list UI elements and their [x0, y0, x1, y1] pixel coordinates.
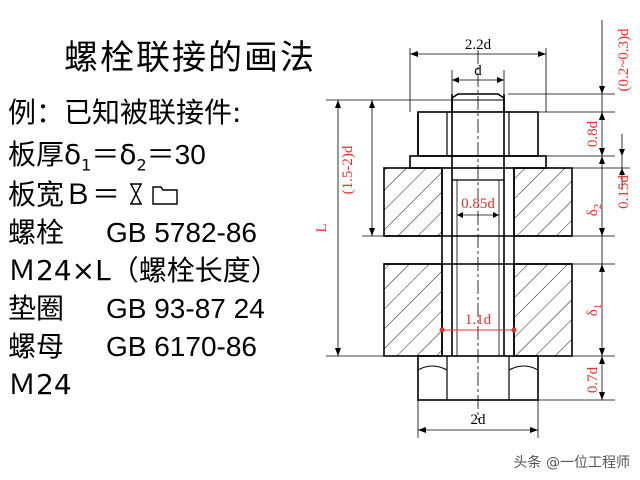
dim-chamfer-label: (0.2~0.3)d	[616, 28, 632, 92]
dim-length-range-label: (1.5-2)d	[340, 145, 356, 194]
width-label: 板宽Ｂ＝	[8, 178, 121, 211]
page-title: 螺栓联接的画法	[64, 38, 316, 78]
nut-size-line: Ｍ24	[8, 368, 72, 402]
dim-bottom-width-label: 2d	[471, 412, 487, 428]
bolt-label: 螺栓	[8, 216, 65, 249]
lower-plate	[383, 263, 573, 357]
dim-delta1-label: δ1	[585, 304, 604, 317]
upper-plate	[383, 167, 573, 237]
example-line: 例：已知被联接件:	[8, 96, 241, 130]
dim-left: (1.5-2)d L	[314, 99, 452, 357]
bolt-size-label: Ｍ24×L（螺栓长度）	[8, 254, 279, 287]
washer-line: 垫圈 GB 93-87 24	[8, 292, 265, 326]
dim-hole-width: 1.1d	[439, 312, 517, 333]
thickness-mid: ＝δ	[91, 138, 137, 171]
thickness-label: 板厚δ	[8, 138, 82, 171]
width-line: 板宽Ｂ＝	[8, 178, 178, 213]
dim-hole-width-label: 1.1d	[465, 312, 492, 328]
nut-line: 螺母 GB 6170-86	[8, 330, 257, 364]
dim-hole-inner: 0.85d	[457, 196, 499, 218]
nut-standard: GB 6170-86	[106, 331, 257, 362]
dim-delta2-label: δ2	[585, 204, 604, 217]
dim-washer-label: 0.15d	[616, 175, 632, 209]
folder-icon	[152, 179, 178, 213]
bolt-size-line: Ｍ24×L（螺栓长度）	[8, 254, 279, 288]
dim-hole-inner-label: 0.85d	[461, 196, 495, 212]
dim-length-label: L	[314, 223, 330, 232]
dim-d-label: d	[474, 63, 482, 79]
washer-standard: GB 93-87 24	[106, 293, 265, 324]
dim-bottom-width: 2d	[417, 400, 539, 438]
bolt-line: 螺栓 GB 5782-86	[8, 216, 257, 250]
thickness-line: 板厚δ1＝δ2＝30	[8, 138, 206, 183]
nut-size-label: Ｍ24	[8, 368, 72, 401]
example-label: 例：已知被联接件:	[8, 96, 242, 129]
bolt-shank	[441, 94, 515, 356]
hourglass-icon	[129, 179, 143, 213]
watermark: 头条 @一位工程师	[513, 455, 630, 471]
dim-right: (0.2~0.3)d 0.8d 0.15d δ2 δ1 0.7d	[508, 20, 632, 401]
washer-label: 垫圈	[8, 292, 65, 325]
dim-top-width-label: 2.2d	[465, 37, 492, 53]
dim-nut-height-label: 0.8d	[585, 120, 601, 147]
nut-label: 螺母	[8, 330, 65, 363]
dim-bottom-height-label: 0.7d	[585, 366, 601, 393]
thickness-value: ＝30	[146, 139, 206, 170]
dim-top-width: 2.2d	[409, 37, 547, 112]
dim-d: d	[451, 63, 505, 94]
thickness-sub2: 2	[136, 155, 147, 175]
thickness-sub1: 1	[81, 155, 92, 175]
bolt-standard: GB 5782-86	[106, 217, 257, 248]
